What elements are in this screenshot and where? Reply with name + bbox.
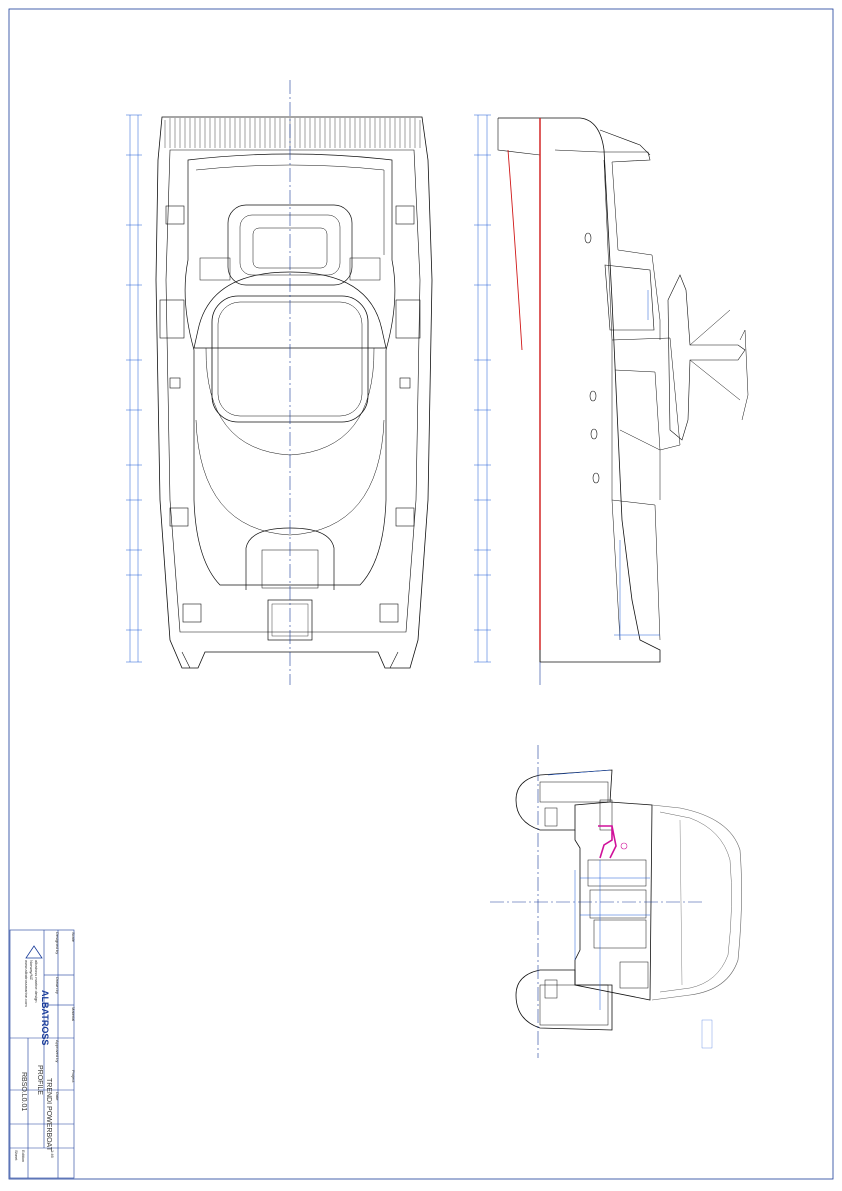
field-edition-label: Edition: [21, 1150, 26, 1162]
profile-red-curve: [507, 149, 523, 351]
plan-side-hatches: [159, 205, 421, 623]
field-scale-value: 1:46: [50, 1150, 55, 1159]
section-upper-sponson: [515, 769, 613, 831]
profile-dimension-chain: [474, 114, 660, 663]
plan-dimension-chain: [126, 114, 142, 663]
section-blue-notes: [701, 1019, 713, 1049]
section-cabin-outline: [651, 804, 742, 1001]
section-lower-sponson: [515, 969, 613, 1031]
field-material-label: Material: [71, 1007, 76, 1021]
sheet-border: [8, 8, 834, 1180]
plan-deck-outline: [184, 153, 396, 586]
logo-text: ALBATROSS: [40, 990, 50, 1045]
plan-cockpit: [211, 295, 369, 423]
company-line-1: albatross marine design: [34, 960, 39, 1002]
section-compartments: [539, 781, 649, 1026]
plan-transom-hatching: [164, 118, 421, 148]
profile-outboard: [667, 274, 746, 441]
field-sheet-label: Sheet: [14, 1150, 19, 1161]
field-project-value: TRENDI POWERBOAT: [45, 1078, 52, 1152]
plan-windscreen: [193, 271, 387, 349]
title-block: [9, 929, 75, 1179]
field-drawing-number: RBSO.L0.01: [20, 1072, 27, 1111]
company-line-2: Norway/NZ: [29, 960, 34, 981]
company-line-3: www.albatrossmarine.com: [24, 960, 29, 1007]
plan-view: [155, 116, 433, 669]
field-date-label: Date: [55, 1092, 60, 1101]
field-project-label: Project: [71, 1070, 76, 1083]
field-designed-label: Designed by: [55, 932, 60, 954]
field-approved-label: Approved by: [55, 1040, 60, 1062]
plan-hull-outline: [155, 116, 433, 669]
field-drawn-label: Drawn by: [55, 977, 60, 994]
section-magenta-detail: [598, 825, 617, 859]
profile-view: [497, 117, 749, 663]
profile-hull-outline: [498, 117, 661, 663]
field-drawing-title: PROFILE: [36, 1065, 43, 1095]
field-scale-label: Scale: [71, 932, 76, 943]
profile-portholes: [584, 232, 600, 484]
section-view: [515, 769, 742, 1031]
logo-icon: [25, 945, 43, 959]
section-dimension-lines: [547, 769, 650, 1010]
